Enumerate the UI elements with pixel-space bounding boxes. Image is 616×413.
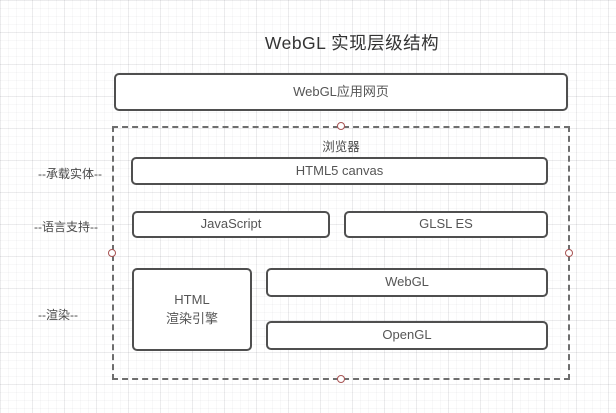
node-glsl-es-label: GLSL ES — [419, 216, 473, 232]
node-webgl-app-page-label: WebGL应用网页 — [293, 83, 389, 99]
node-html-render-engine-label-line1: HTML — [174, 291, 210, 307]
node-html5-canvas[interactable]: HTML5 canvas — [131, 157, 548, 185]
resize-handle-bottom[interactable] — [337, 375, 345, 383]
node-opengl[interactable]: OpenGL — [266, 321, 548, 350]
row-label-carrier: --承载实体-- — [38, 167, 102, 181]
row-label-language: --语言支持-- — [34, 220, 98, 234]
node-webgl[interactable]: WebGL — [266, 268, 548, 297]
diagram-title: WebGL 实现层级结构 — [264, 33, 440, 53]
node-html5-canvas-label: HTML5 canvas — [295, 162, 384, 178]
resize-handle-left[interactable] — [108, 249, 116, 257]
node-html-render-engine[interactable]: HTML 渲染引擎 — [132, 268, 252, 351]
row-label-render: --渲染-- — [38, 308, 78, 322]
node-opengl-label: OpenGL — [382, 327, 432, 343]
node-webgl-app-page[interactable]: WebGL应用网页 — [114, 73, 568, 111]
group-browser-label: 浏览器 — [322, 140, 360, 154]
resize-handle-top[interactable] — [337, 122, 345, 130]
node-javascript-label: JavaScript — [200, 216, 262, 232]
node-javascript[interactable]: JavaScript — [132, 211, 330, 238]
node-glsl-es[interactable]: GLSL ES — [344, 211, 548, 238]
node-html-render-engine-label-line2: 渲染引擎 — [165, 310, 218, 326]
resize-handle-right[interactable] — [565, 249, 573, 257]
node-webgl-label: WebGL — [385, 274, 429, 290]
